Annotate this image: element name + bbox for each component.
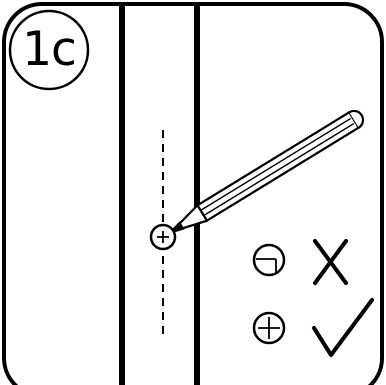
mark-target [151, 225, 175, 249]
cross-icon [315, 241, 346, 283]
check-icon [314, 300, 372, 355]
pencil-icon [163, 108, 366, 242]
correct-mark-example [254, 313, 284, 343]
step-label: 1c [8, 10, 90, 92]
incorrect-mark-example [254, 245, 284, 275]
